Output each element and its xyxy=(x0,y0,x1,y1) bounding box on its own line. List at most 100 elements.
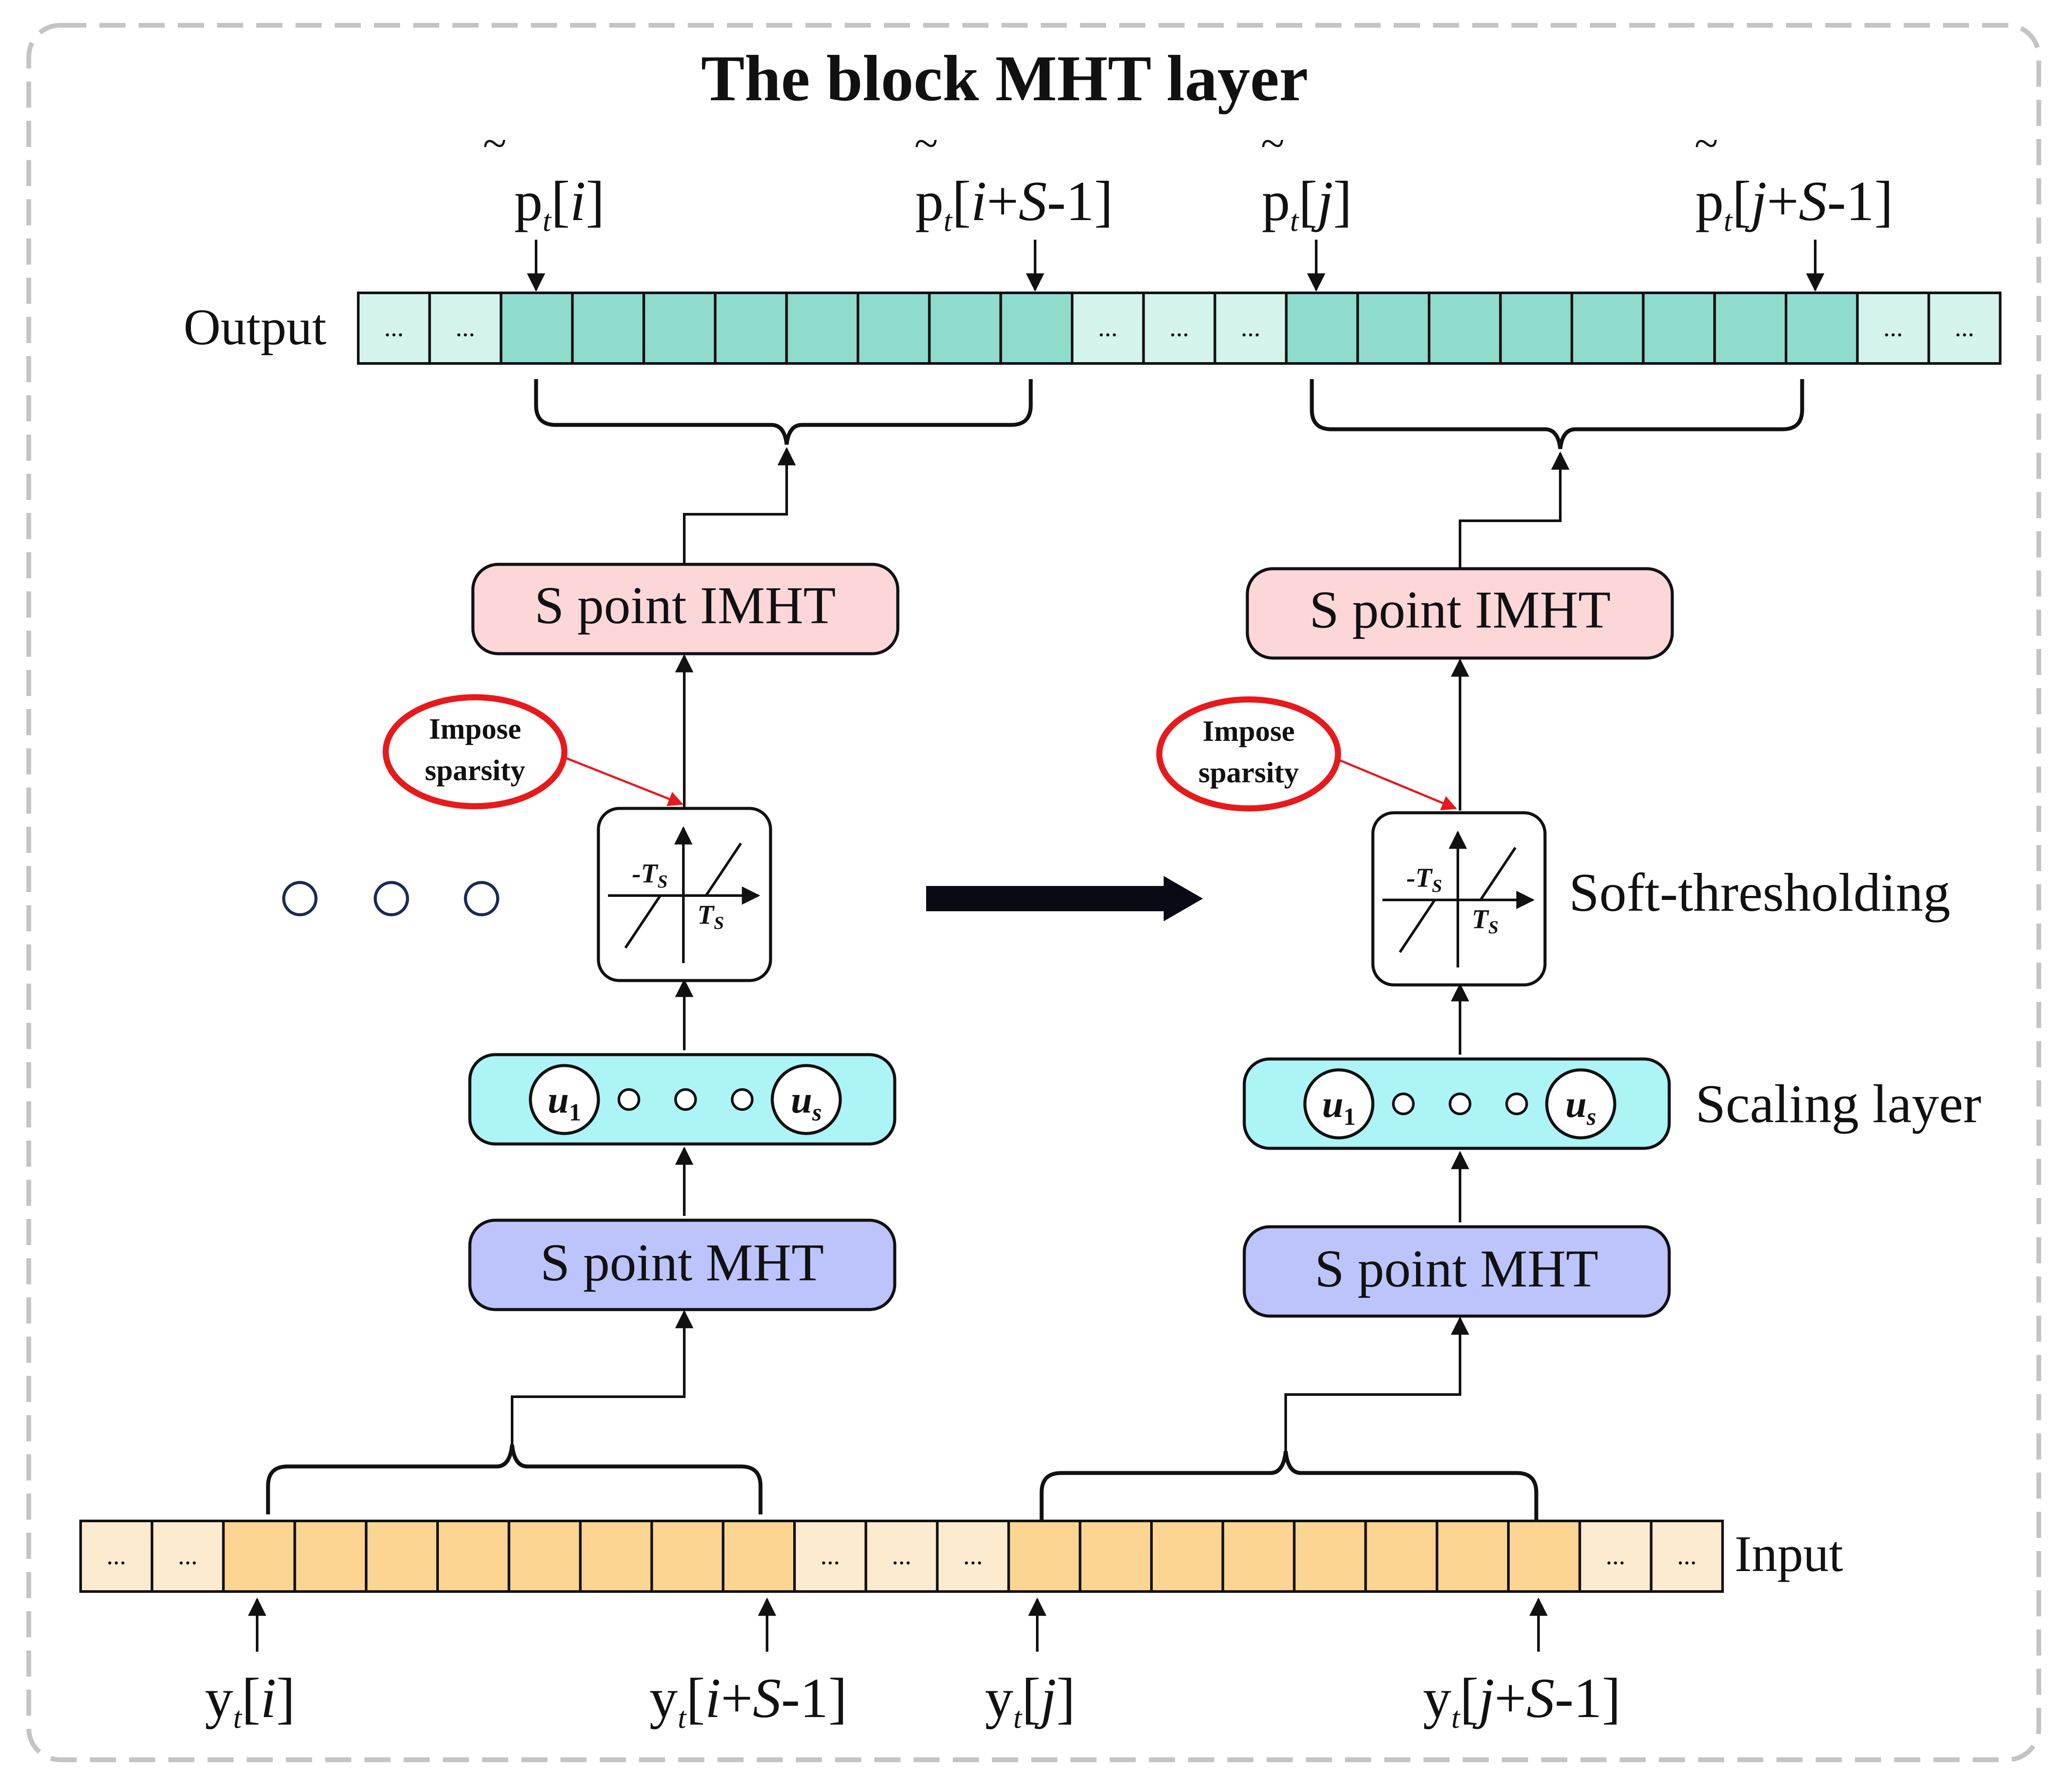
output-label-pi: ~ pt[i] xyxy=(483,119,604,238)
u1-node xyxy=(529,1064,600,1135)
input-cell-ellipsis: ... xyxy=(963,1541,983,1570)
svg-text:Impose: Impose xyxy=(429,712,521,745)
input-brace-right xyxy=(1039,1451,1538,1521)
svg-text:yt[i]: yt[i] xyxy=(205,1667,295,1735)
output-brace-left xyxy=(534,379,1033,445)
svg-text:-TS: -TS xyxy=(1406,863,1442,896)
svg-text:pt[j+S-1]: pt[j+S-1] xyxy=(1695,170,1893,238)
input-cell-ellipsis: ... xyxy=(892,1541,911,1570)
output-cell xyxy=(357,292,431,365)
svg-text:yt[j]: yt[j] xyxy=(985,1667,1075,1735)
output-pointer-arrows xyxy=(527,240,1824,292)
soft-thresholding-label: Soft-thresholding xyxy=(1569,863,1950,923)
output-cell xyxy=(1142,292,1216,365)
left-impose-sparsity: Impose sparsity xyxy=(383,694,684,809)
input-cell xyxy=(650,1520,725,1593)
input-cell-ellipsis: ... xyxy=(820,1541,840,1570)
output-label-pj: ~ pt[j] xyxy=(1261,119,1352,238)
input-cell xyxy=(579,1520,653,1593)
input-cell xyxy=(1221,1520,1296,1593)
output-cell xyxy=(1713,292,1787,365)
output-cell xyxy=(1570,292,1645,365)
output-cell-ellipsis: ... xyxy=(1098,313,1117,342)
input-label-yi: yt[i] xyxy=(205,1667,295,1735)
input-row-label: Input xyxy=(1735,1525,1843,1582)
svg-text:TS: TS xyxy=(1472,905,1498,938)
svg-text:sparsity: sparsity xyxy=(425,753,525,787)
us-node xyxy=(1545,1068,1616,1140)
svg-text:pt[i+S-1]: pt[i+S-1] xyxy=(915,170,1113,238)
input-cell xyxy=(1507,1520,1581,1593)
right-scaling-block: u1 us xyxy=(1243,1057,1671,1150)
input-cell-ellipsis: ... xyxy=(178,1541,197,1570)
output-cell xyxy=(714,292,788,365)
input-cell xyxy=(1364,1520,1439,1593)
outer-frame xyxy=(26,23,2041,1762)
output-cell-ellipsis: ... xyxy=(455,313,475,342)
output-cell xyxy=(928,292,1002,365)
pipeline-ellipsis-dots xyxy=(282,881,499,916)
input-cell xyxy=(1436,1520,1510,1593)
svg-text:~: ~ xyxy=(1261,119,1284,167)
svg-text:pt[j]: pt[j] xyxy=(1262,170,1352,238)
output-cell xyxy=(856,292,931,365)
output-cell xyxy=(499,292,574,365)
svg-text:S point MHT: S point MHT xyxy=(1315,1239,1599,1298)
svg-text:S point MHT: S point MHT xyxy=(540,1233,824,1292)
input-cell xyxy=(507,1520,582,1593)
output-cell xyxy=(1499,292,1573,365)
input-cell xyxy=(1079,1520,1153,1593)
svg-text:yt[j+S-1]: yt[j+S-1] xyxy=(1423,1667,1621,1735)
left-soft-threshold-block: -TS TS xyxy=(597,807,772,982)
output-cell-ellipsis: ... xyxy=(1169,313,1189,342)
input-brace-left xyxy=(266,1444,763,1514)
left-scaling-block: u1 us xyxy=(468,1053,896,1146)
output-cell-ellipsis: ... xyxy=(384,313,404,342)
diagram-title: The block MHT layer xyxy=(701,42,1308,115)
input-cell xyxy=(722,1520,796,1593)
input-cell xyxy=(1293,1520,1367,1593)
output-cell xyxy=(1285,292,1359,365)
output-cell xyxy=(642,292,716,365)
output-cell xyxy=(1642,292,1716,365)
svg-text:~: ~ xyxy=(1694,119,1718,167)
input-cell-ellipsis: ... xyxy=(1677,1541,1697,1570)
svg-text:~: ~ xyxy=(914,119,938,167)
svg-text:u1: u1 xyxy=(1322,1083,1356,1130)
svg-text:~: ~ xyxy=(483,119,506,167)
input-cell xyxy=(365,1520,439,1593)
output-array: ..................... xyxy=(357,292,2002,365)
left-connectors xyxy=(511,447,796,1445)
right-connectors xyxy=(1284,451,1569,1451)
output-label-pi-end: ~ pt[i+S-1] xyxy=(914,119,1113,238)
right-imht-block: S point IMHT xyxy=(1246,567,1674,660)
input-cell xyxy=(936,1520,1010,1593)
svg-text:yt[i+S-1]: yt[i+S-1] xyxy=(649,1667,847,1735)
output-label-pj-end: ~ pt[j+S-1] xyxy=(1694,119,1893,238)
left-imht-block: S point IMHT xyxy=(471,563,900,655)
input-cell xyxy=(293,1520,368,1593)
output-cell xyxy=(1428,292,1502,365)
output-brace-right xyxy=(1310,379,1804,449)
input-array: ..................... xyxy=(79,1520,1724,1593)
input-cell xyxy=(1007,1520,1082,1593)
output-cell xyxy=(1356,292,1430,365)
input-label-yi-end: yt[i+S-1] xyxy=(649,1667,847,1735)
input-cell xyxy=(222,1520,296,1593)
output-cell xyxy=(999,292,1073,365)
svg-text:S point IMHT: S point IMHT xyxy=(1309,580,1610,639)
transition-arrow-icon xyxy=(926,876,1203,921)
right-mht-block: S point MHT xyxy=(1243,1225,1671,1318)
svg-text:us: us xyxy=(1565,1083,1596,1130)
svg-text:S point IMHT: S point IMHT xyxy=(534,576,835,635)
svg-text:us: us xyxy=(791,1079,822,1126)
output-cell xyxy=(1856,292,1930,365)
input-cell-ellipsis: ... xyxy=(106,1541,126,1570)
input-cell xyxy=(793,1520,867,1593)
input-cell xyxy=(1650,1520,1724,1593)
svg-text:Impose: Impose xyxy=(1202,714,1295,747)
right-soft-threshold-block: -TS TS xyxy=(1371,811,1547,987)
output-cell xyxy=(1785,292,1859,365)
input-label-yj-end: yt[j+S-1] xyxy=(1423,1667,1621,1735)
